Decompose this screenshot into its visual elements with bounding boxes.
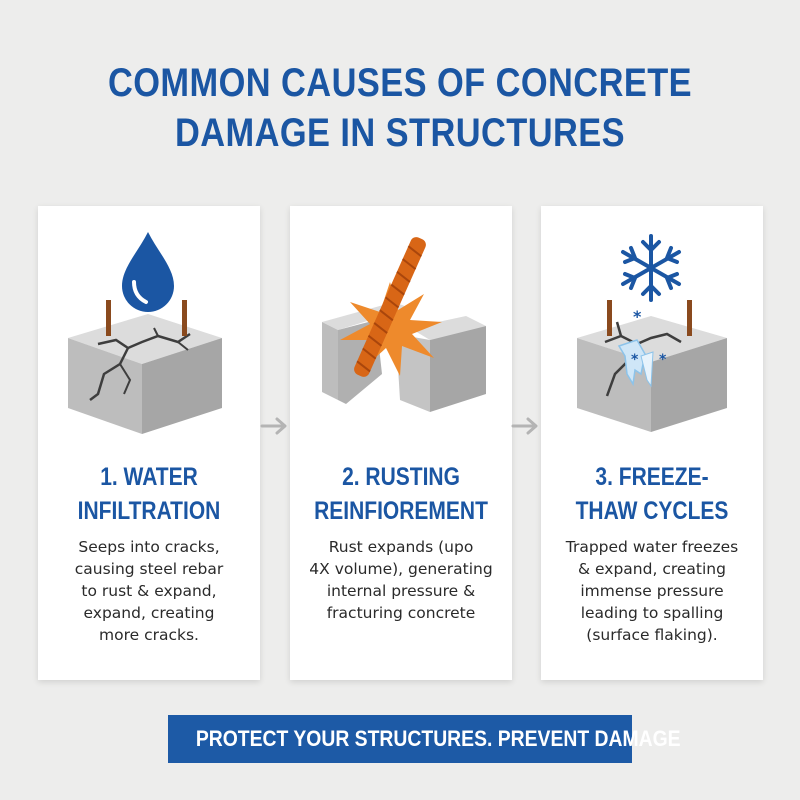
water-drop-icon	[122, 232, 174, 312]
concrete-block: * * *	[577, 300, 727, 432]
card-title-line: REINFIOREMENT	[314, 497, 488, 525]
card-title: 2. RUSTING REINFIOREMENT	[308, 460, 494, 528]
arrow-right-icon	[260, 417, 287, 435]
card-description: Rust expands (upo 4X volume), generating…	[296, 536, 506, 624]
freeze-thaw-illustration: * * *	[577, 234, 727, 432]
arrow-right-icon	[511, 417, 538, 435]
card-description-line: & expand, creating	[578, 560, 726, 578]
page-title: COMMON CAUSES OF CONCRETE DAMAGE IN STRU…	[56, 58, 744, 158]
concrete-block	[68, 300, 222, 434]
rust-burst-icon	[340, 237, 442, 377]
card-description-line: (surface flaking).	[586, 626, 718, 644]
card-description-line: Trapped water freezes	[565, 538, 739, 556]
call-to-action-banner: PROTECT YOUR STRUCTURES. PREVENT DAMAGE	[168, 715, 681, 763]
card-title-line: 2. RUSTING	[342, 463, 460, 491]
card-title-line: INFILTRATION	[77, 497, 221, 525]
card-description-line: internal pressure &	[326, 582, 476, 600]
banner-text: PROTECT YOUR STRUCTURES. PREVENT DAMAGE	[195, 726, 681, 751]
card-title: 3. FREEZE- THAW CYCLES	[559, 460, 745, 528]
page-title-line-2: DAMAGE IN STRUCTURES	[174, 111, 626, 155]
cause-card-water: 1. WATER INFILTRATION Seeps into cracks,…	[38, 206, 260, 680]
water-infiltration-illustration	[68, 232, 222, 434]
card-title-line: THAW CYCLES	[575, 497, 729, 525]
card-description-line: to rust & expand,	[81, 582, 217, 600]
rusting-reinforcement-illustration	[322, 237, 486, 412]
card-title-line: 1. WATER	[100, 463, 198, 491]
card-description-line: expand, creating	[83, 604, 215, 622]
card-description: Trapped water freezes & expand, creating…	[547, 536, 757, 646]
card-description-line: Rust expands (upo	[328, 538, 474, 556]
card-title-line: 3. FREEZE-	[595, 463, 709, 491]
card-description-line: Seeps into cracks,	[78, 538, 220, 556]
svg-text:*: *	[633, 307, 642, 326]
cause-card-freeze-thaw: * * * 3. FREEZE- THAW CYCLES Trapped wat…	[541, 206, 763, 680]
cause-card-rust: 2. RUSTING REINFIOREMENT Rust expands (u…	[290, 206, 512, 680]
card-description-line: causing steel rebar	[74, 560, 224, 578]
svg-text:*: *	[631, 352, 639, 368]
card-description-line: fracturing concrete	[326, 604, 476, 622]
card-description-line: more cracks.	[99, 626, 199, 644]
card-title: 1. WATER INFILTRATION	[56, 460, 242, 528]
page-title-line-1: COMMON CAUSES OF CONCRETE	[107, 61, 693, 105]
svg-text:*: *	[659, 352, 667, 368]
snowflake-icon	[621, 234, 681, 302]
card-description-line: immense pressure	[580, 582, 724, 600]
card-description-line: leading to spalling	[580, 604, 724, 622]
card-description-line: 4X volume), generating	[309, 560, 493, 578]
card-description: Seeps into cracks, causing steel rebar t…	[44, 536, 254, 646]
